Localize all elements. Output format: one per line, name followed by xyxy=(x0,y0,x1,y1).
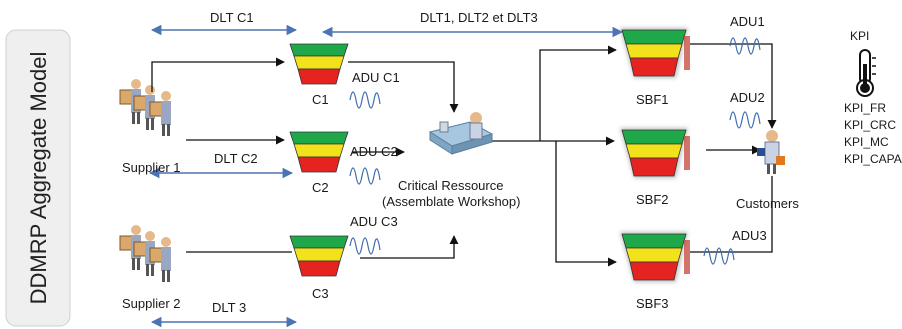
worker-figure xyxy=(149,91,171,136)
dlt-all-label: DLT1, DLT2 et DLT3 xyxy=(420,10,538,25)
supplier1-to-c1-arrow xyxy=(151,57,285,92)
adu-c3-label: ADU C3 xyxy=(350,214,398,229)
adu-c1-wave xyxy=(349,91,381,109)
workshop-icon xyxy=(428,112,494,155)
c2-label: C2 xyxy=(312,180,329,195)
supplier-2-icon xyxy=(119,225,171,282)
resource-to-sbf1-arrow xyxy=(539,45,617,141)
resource-to-sbf3-arrow xyxy=(555,141,617,267)
buffer-sbf2 xyxy=(620,128,690,178)
sbf2-label: SBF2 xyxy=(636,192,669,207)
sbf1-label: SBF1 xyxy=(636,92,669,107)
supplier-2-label: Supplier 2 xyxy=(122,296,181,311)
kpi-item: KPI_CRC xyxy=(844,118,896,132)
c3-to-resource-arrow xyxy=(360,235,459,259)
kpi-title: KPI xyxy=(850,29,869,43)
critical-resource-label: Critical Ressource xyxy=(398,178,503,193)
title-panel: DDMRP Aggregate Model xyxy=(5,29,71,327)
diagram-title: DDMRP Aggregate Model xyxy=(26,52,51,305)
flow-lines xyxy=(151,43,777,267)
c1-label: C1 xyxy=(312,92,329,107)
critical-resource-sublabel: (Assemblate Workshop) xyxy=(382,194,520,209)
buffer-sbf3 xyxy=(620,232,690,282)
adu3-label: ADU3 xyxy=(732,228,767,243)
dlt-c1-label: DLT C1 xyxy=(210,10,254,25)
buffer-c2 xyxy=(289,131,349,173)
worker-figure xyxy=(149,237,171,282)
kpi-item: KPI_CAPA xyxy=(844,152,902,166)
kpi-item: KPI_FR xyxy=(844,101,886,115)
supplier-1-label: Supplier 1 xyxy=(122,160,181,175)
adu2-label: ADU2 xyxy=(730,90,765,105)
lead-time-arrows: DLT C1 DLT1, DLT2 et DLT3 DLT C2 DLT 3 xyxy=(148,10,624,328)
adu1-label: ADU1 xyxy=(730,14,765,29)
adu-c2-wave xyxy=(349,167,381,185)
buffer-c3 xyxy=(289,235,349,277)
adu-c2-label: ADU C2 xyxy=(350,144,398,159)
customers-label: Customers xyxy=(736,196,799,211)
adu-c1-label: ADU C1 xyxy=(352,70,400,85)
sbf1-to-customers-arrow xyxy=(690,43,777,129)
adu1-wave xyxy=(729,37,761,55)
c3-label: C3 xyxy=(312,286,329,301)
buffer-sbf1 xyxy=(620,28,690,78)
dlt-c2-label: DLT C2 xyxy=(214,151,258,166)
buffer-c1 xyxy=(289,43,349,85)
kpi-item: KPI_MC xyxy=(844,135,889,149)
adu2-wave xyxy=(729,111,761,129)
customer-icon xyxy=(757,130,785,174)
adu3-wave xyxy=(703,247,735,265)
c1-to-resource-arrow xyxy=(348,61,459,113)
dlt-3-label: DLT 3 xyxy=(212,300,246,315)
supplier-1-icon xyxy=(119,79,171,136)
thermometer-icon xyxy=(856,49,876,97)
adu-c3-wave xyxy=(349,237,381,255)
sbf3-label: SBF3 xyxy=(636,296,669,311)
